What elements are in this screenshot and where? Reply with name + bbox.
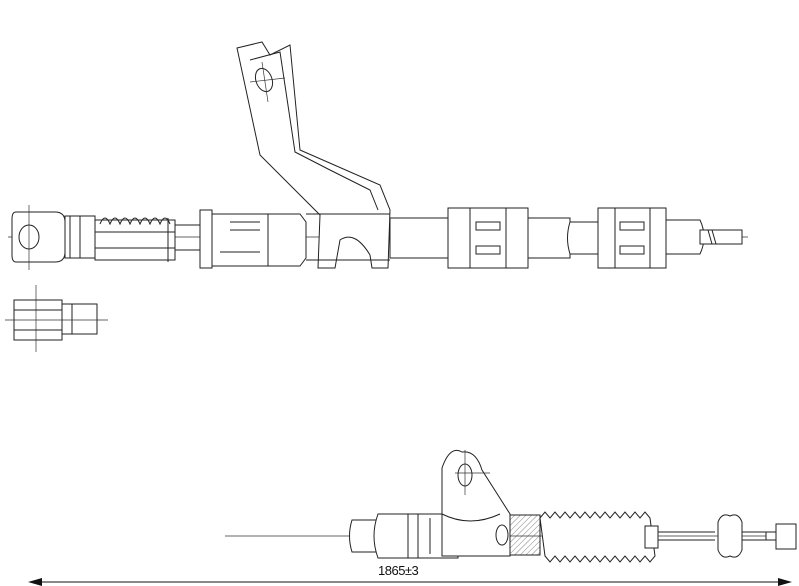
arrow-right-icon <box>778 578 792 586</box>
arrow-left-icon <box>28 578 42 586</box>
threaded-end <box>699 229 743 245</box>
bottom-end-fitting <box>775 523 797 550</box>
bottom-conduit-sleeve <box>373 513 409 559</box>
bracket-hole <box>254 67 274 93</box>
dimension-label: 1865±3 <box>378 563 419 578</box>
conduit-ferrule <box>447 207 529 269</box>
bottom-bracket <box>441 449 511 557</box>
bottom-threaded-end <box>765 531 777 541</box>
overall-length-dimension <box>28 578 792 586</box>
top-mounting-bracket <box>236 41 391 269</box>
top-conduit <box>389 207 743 269</box>
bottom-grommet <box>495 524 509 546</box>
bottom-bellows-boot <box>539 511 656 563</box>
bottom-conduit-end <box>349 519 379 553</box>
conduit-ferrule <box>597 207 667 269</box>
top-assembly <box>5 41 748 352</box>
eye-end-fitting <box>11 205 96 270</box>
top-bellows-boot <box>94 217 200 262</box>
top-sleeve <box>199 209 307 269</box>
bottom-stopper <box>717 514 743 558</box>
bottom-nut <box>644 525 659 549</box>
eye-end-side-view <box>5 285 108 352</box>
bottom-assembly <box>225 449 797 563</box>
bottom-crimp <box>509 514 541 556</box>
